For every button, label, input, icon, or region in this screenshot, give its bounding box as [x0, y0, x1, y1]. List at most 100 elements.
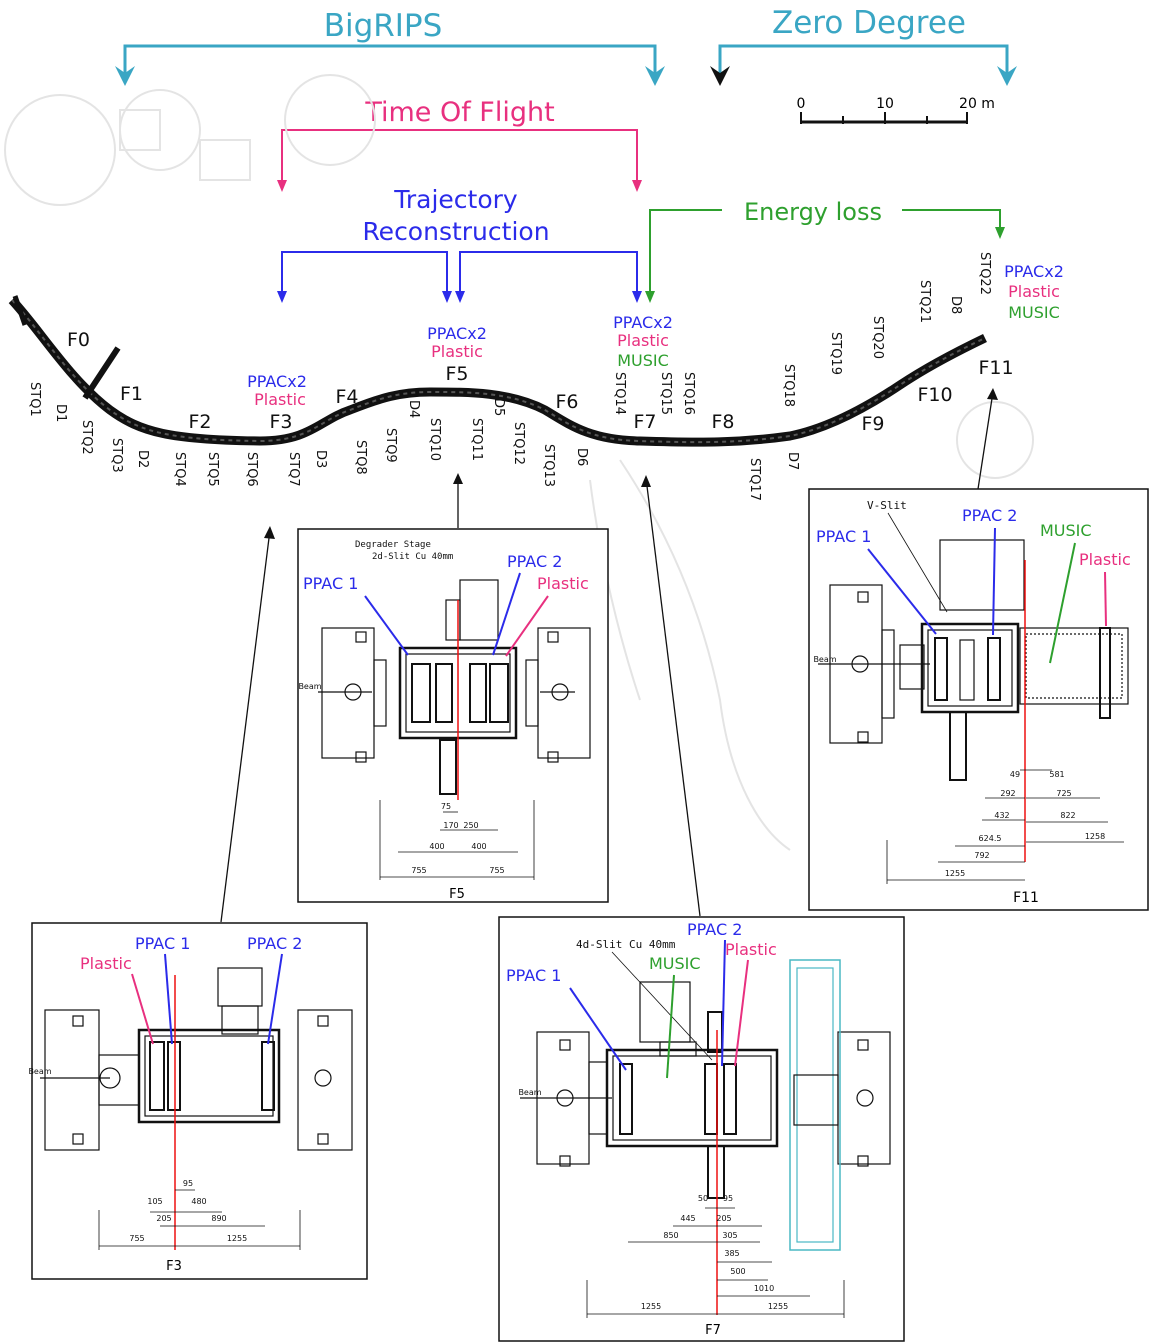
f7-music: MUSIC	[649, 954, 701, 973]
f11-music-label: MUSIC	[1008, 303, 1060, 322]
f11-beam-label: Beam	[813, 655, 836, 664]
f5-plastic: Plastic	[537, 574, 589, 593]
label-stq3: STQ3	[109, 438, 124, 473]
f7-dim-445: 445	[680, 1214, 695, 1223]
f7-dim-95: 95	[723, 1194, 733, 1203]
eloss-title: Energy loss	[744, 198, 882, 226]
f5-plastic-label: Plastic	[431, 342, 483, 361]
f5-dim-400b: 400	[471, 842, 486, 851]
zero-degree-bracket	[710, 46, 1017, 86]
scale-0: 0	[797, 96, 806, 112]
label-stq2: STQ2	[79, 420, 94, 455]
f11-vslit: V-Slit	[867, 499, 907, 512]
magnet-labels: STQ1 D1 STQ2 STQ3 D2 STQ4 STQ5 STQ6 STQ7…	[27, 252, 992, 501]
f3-dim-755: 755	[129, 1234, 144, 1243]
f7-ppac1: PPAC 1	[506, 966, 561, 985]
f3-dim-95: 95	[183, 1179, 193, 1188]
f3-plastic: Plastic	[80, 954, 132, 973]
f11-dim-822: 822	[1060, 811, 1075, 820]
label-stq10: STQ10	[427, 418, 442, 461]
f5-dim-250: 250	[463, 821, 478, 830]
f3-ppac1: PPAC 1	[135, 934, 190, 953]
bigrips-bracket	[115, 46, 665, 86]
label-stq21: STQ21	[917, 280, 932, 323]
label-d3: D3	[313, 450, 328, 468]
label-stq19: STQ19	[828, 332, 843, 375]
f5-ppac2: PPAC 2	[507, 552, 562, 571]
f3-dim-480: 480	[191, 1197, 206, 1206]
label-stq9: STQ9	[383, 428, 398, 463]
inset-f11: 49 581 292 725 432 822 1258 624.5 792 12…	[809, 489, 1148, 910]
label-stq17: STQ17	[747, 458, 762, 501]
focal-f11: F11	[978, 357, 1013, 379]
f5-dim-400a: 400	[429, 842, 444, 851]
label-stq11: STQ11	[469, 418, 484, 461]
label-d7: D7	[785, 452, 800, 470]
label-stq6: STQ6	[244, 452, 259, 487]
scale-20: 20 m	[959, 96, 995, 112]
f5-dim-75: 75	[441, 802, 451, 811]
f5-ppac-label: PPACx2	[427, 324, 487, 343]
f11-plastic-label: Plastic	[1008, 282, 1060, 301]
label-d6: D6	[574, 448, 589, 466]
focal-f6: F6	[555, 391, 578, 413]
focal-f2: F2	[188, 411, 211, 433]
label-d5: D5	[491, 398, 506, 416]
f5-dim-755b: 755	[489, 866, 504, 875]
f7-ppac-label: PPACx2	[613, 313, 673, 332]
scale-10: 10	[876, 96, 894, 112]
focal-f3: F3	[269, 411, 292, 433]
f11-ppac1: PPAC 1	[816, 527, 871, 546]
f7-dim-305: 305	[722, 1231, 737, 1240]
f11-ppac2: PPAC 2	[962, 506, 1017, 525]
f7-slit-label: 4d-Slit Cu 40mm	[576, 938, 676, 951]
f11-plastic: Plastic	[1079, 550, 1131, 569]
focal-f5: F5	[445, 363, 468, 385]
f3-ppac-label: PPACx2	[247, 372, 307, 391]
f11-dim-1258: 1258	[1085, 832, 1105, 841]
f7-plastic: Plastic	[725, 940, 777, 959]
label-stq22: STQ22	[977, 252, 992, 295]
f7-dim-385: 385	[724, 1249, 739, 1258]
f11-ppac-label: PPACx2	[1004, 262, 1064, 281]
focal-f4: F4	[335, 386, 358, 408]
focal-f1: F1	[120, 383, 143, 405]
f11-dim-581: 581	[1049, 770, 1064, 779]
focal-f10: F10	[917, 384, 952, 406]
label-d8: D8	[948, 296, 963, 314]
focal-f0: F0	[67, 329, 90, 351]
f7-dim-50: 50	[698, 1194, 708, 1203]
label-stq8: STQ8	[353, 440, 368, 475]
f7-caption: F7	[705, 1323, 721, 1338]
f7-dim-500: 500	[730, 1267, 745, 1276]
label-stq7: STQ7	[286, 452, 301, 487]
f7-dim-1010: 1010	[754, 1284, 774, 1293]
label-stq13: STQ13	[541, 444, 556, 487]
zero-degree-title: Zero Degree	[772, 5, 966, 41]
f5-caption: F5	[449, 887, 465, 902]
f7-dim-1255a: 1255	[641, 1302, 661, 1311]
inset-f5: Degrader Stage 2d-Slit Cu 40mm 75 170 25…	[298, 529, 608, 902]
label-stq14: STQ14	[612, 372, 627, 415]
tof-title: Time Of Flight	[364, 97, 554, 128]
label-d4: D4	[406, 400, 421, 418]
inset-f7: 50 95 445 205 850 305 385 500 1010 1255 …	[499, 917, 904, 1341]
f3-dim-1255: 1255	[227, 1234, 247, 1243]
f5-ppac1: PPAC 1	[303, 574, 358, 593]
f3-plastic-label: Plastic	[254, 390, 306, 409]
label-stq1: STQ1	[27, 382, 42, 417]
label-stq5: STQ5	[205, 452, 220, 487]
label-d2: D2	[135, 450, 150, 468]
trajectory-arrowheads	[277, 291, 642, 303]
f7-plastic-label: Plastic	[617, 331, 669, 350]
label-stq20: STQ20	[870, 316, 885, 359]
f7-dim-850: 850	[663, 1231, 678, 1240]
focal-f8: F8	[711, 411, 734, 433]
f11-dim-292: 292	[1000, 789, 1015, 798]
f7-dim-205: 205	[716, 1214, 731, 1223]
f11-dim-624: 624.5	[979, 834, 1002, 843]
label-stq18: STQ18	[781, 364, 796, 407]
trajectory-title-line2: Reconstruction	[362, 217, 549, 246]
f11-dim-725: 725	[1056, 789, 1071, 798]
